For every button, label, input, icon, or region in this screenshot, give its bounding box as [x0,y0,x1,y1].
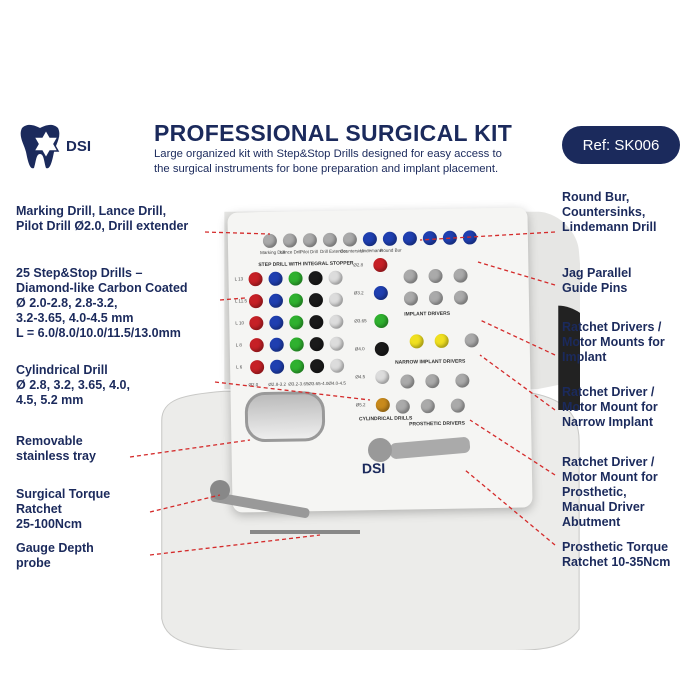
ref-badge: Ref: SK006 [562,126,680,164]
callout-line: Ø 2.8, 3.2, 3.65, 4.0, [16,378,130,392]
callout-line: Marking Drill, Lance Drill, [16,204,167,218]
callout-line: Ratchet Driver / [562,385,655,399]
page-title: PROFESSIONAL SURGICAL KIT [154,120,513,146]
callout-line: Ratchet 10-35Ncm [562,555,671,569]
callout-line: Implant [562,350,607,364]
callout-line: Surgical Torque [16,487,111,501]
callout-line: Removable [16,434,83,448]
callout-line: Ratchet Driver / [562,455,655,469]
subtitle-line: Large organized kit with Step&Stop Drill… [154,148,502,160]
callout-line: Guide Pins [562,281,628,295]
callout-line: Prosthetic, [562,485,627,499]
callout-line: Round Bur, [562,190,630,204]
callout-line: 4.5, 5.2 mm [16,393,84,407]
callout-label: Round Bur,Countersinks,Lindemann Drill [562,190,656,235]
callout-label: Marking Drill, Lance Drill,Pilot Drill Ø… [16,204,188,234]
callout-line: Narrow Implant [562,415,653,429]
callout-line: Pilot Drill Ø2.0, Drill extender [16,219,189,233]
callout-label: 25 Step&Stop Drills –Diamond-like Carbon… [16,266,188,341]
callout-line: L = 6.0/8.0/10.0/11.5/13.0mm [16,326,181,340]
callout-line: Ratchet [16,502,62,516]
callout-line: Motor Mounts for [562,335,665,349]
callout-line: stainless tray [16,449,96,463]
callout-line: 25-100Ncm [16,517,83,531]
callout-line: Lindemann Drill [562,220,657,234]
callout-line: Diamond-like Carbon Coated [16,281,188,295]
callout-line: Cylindrical Drill [16,363,108,377]
tooth-star-icon [20,124,60,169]
callout-line: Motor Mount for [562,470,658,484]
callout-line: Abutment [562,515,621,529]
callout-line: 25 Step&Stop Drills – [16,266,143,280]
callout-line: Gauge Depth [16,541,94,555]
callout-line: 3.2-3.65, 4.0-4.5 mm [16,311,134,325]
callout-line: Countersinks, [562,205,646,219]
callout-line: Jag Parallel [562,266,632,280]
callout-line: Manual Driver [562,500,645,514]
subtitle-line: the surgical instruments for bone prepar… [154,163,499,175]
callout-line: Motor Mount for [562,400,658,414]
callout-line: Ø 2.0-2.8, 2.8-3.2, [16,296,118,310]
brand-logo: DSI [18,122,91,170]
subtitle: Large organized kit with Step&Stop Drill… [154,147,544,177]
callout-line: Prosthetic Torque [562,540,669,554]
logo-text: DSI [66,137,92,155]
callout-line: probe [16,556,51,570]
callout-line: Ratchet Drivers / [562,320,662,334]
ratchets [210,437,471,534]
